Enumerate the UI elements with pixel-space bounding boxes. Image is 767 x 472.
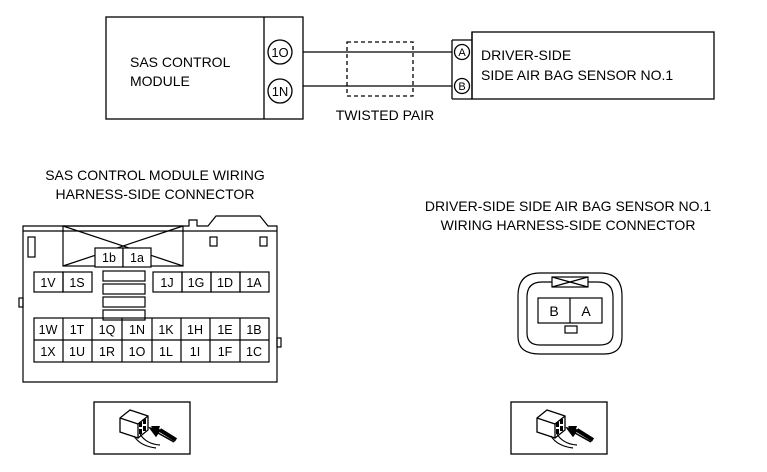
sensor-box xyxy=(471,31,715,100)
sensor-pin-a: A xyxy=(581,303,591,319)
sensor-label-line-1: DRIVER-SIDE xyxy=(481,47,571,63)
module-pin-1n-circle xyxy=(267,78,293,104)
pin-label: 1H xyxy=(187,323,203,337)
pin-label: 1U xyxy=(69,345,85,359)
pin-label: 1V xyxy=(40,276,56,290)
sas-module-connector xyxy=(18,215,282,383)
sensor-label-line-2: SIDE AIR BAG SENSOR NO.1 xyxy=(481,67,673,83)
sensor-connector-inner xyxy=(526,281,614,346)
wiring-schematic xyxy=(105,16,715,120)
right-connector-title-line-2: WIRING HARNESS-SIDE CONNECTOR xyxy=(441,217,696,233)
pin-label: 1A xyxy=(246,276,262,290)
sas-control-module-box xyxy=(105,16,304,120)
pin-label: 1a xyxy=(130,251,144,265)
harness-side-view-icon xyxy=(92,400,192,456)
harness-side-view-icon xyxy=(509,400,609,456)
sensor-pin-b-label: B xyxy=(458,81,465,93)
pin-label: 1b xyxy=(102,251,116,265)
pin-label: 1D xyxy=(217,276,233,290)
pin-label: 1I xyxy=(190,345,200,359)
sensor-pin-a-circle xyxy=(453,43,471,61)
pin-label: 1W xyxy=(39,323,58,337)
module-pin-1o-label: 1O xyxy=(271,45,288,60)
module-label-line-1: SAS CONTROL xyxy=(130,54,231,70)
module-pin-1o-circle xyxy=(267,39,293,65)
sensor-pin-a-label: A xyxy=(458,47,466,59)
left-connector-title-line-2: HARNESS-SIDE CONNECTOR xyxy=(56,186,255,202)
pin-label: 1G xyxy=(188,276,205,290)
pin-label: 1F xyxy=(218,345,233,359)
pin-label: 1J xyxy=(160,276,173,290)
pin-label: 1B xyxy=(246,323,261,337)
pin-label: 1O xyxy=(129,345,146,359)
sensor-pin-b-circle xyxy=(453,77,471,95)
pin-label: 1C xyxy=(246,345,262,359)
left-connector-title-line-1: SAS CONTROL MODULE WIRING xyxy=(45,167,265,183)
connector-housing xyxy=(22,215,278,383)
pin-label: 1N xyxy=(129,323,145,337)
pin-label: 1R xyxy=(99,345,115,359)
pin-label: 1S xyxy=(69,276,84,290)
pin-label: 1K xyxy=(158,323,174,337)
sensor-connector xyxy=(517,272,623,355)
twisted-pair-label: TWISTED PAIR xyxy=(336,107,435,123)
sensor-connector-outer xyxy=(517,272,623,355)
pin-label: 1T xyxy=(70,323,85,337)
module-pin-1n-label: 1N xyxy=(272,84,289,99)
twisted-pair-shield xyxy=(346,41,414,97)
right-connector-title-line-1: DRIVER-SIDE SIDE AIR BAG SENSOR NO.1 xyxy=(425,198,712,214)
pin-label: 1L xyxy=(159,345,173,359)
pin-label: 1Q xyxy=(99,323,116,337)
module-label-line-2: MODULE xyxy=(130,73,190,89)
sensor-pin-b: B xyxy=(549,303,558,319)
pin-label: 1E xyxy=(217,323,232,337)
pin-label: 1X xyxy=(40,345,56,359)
